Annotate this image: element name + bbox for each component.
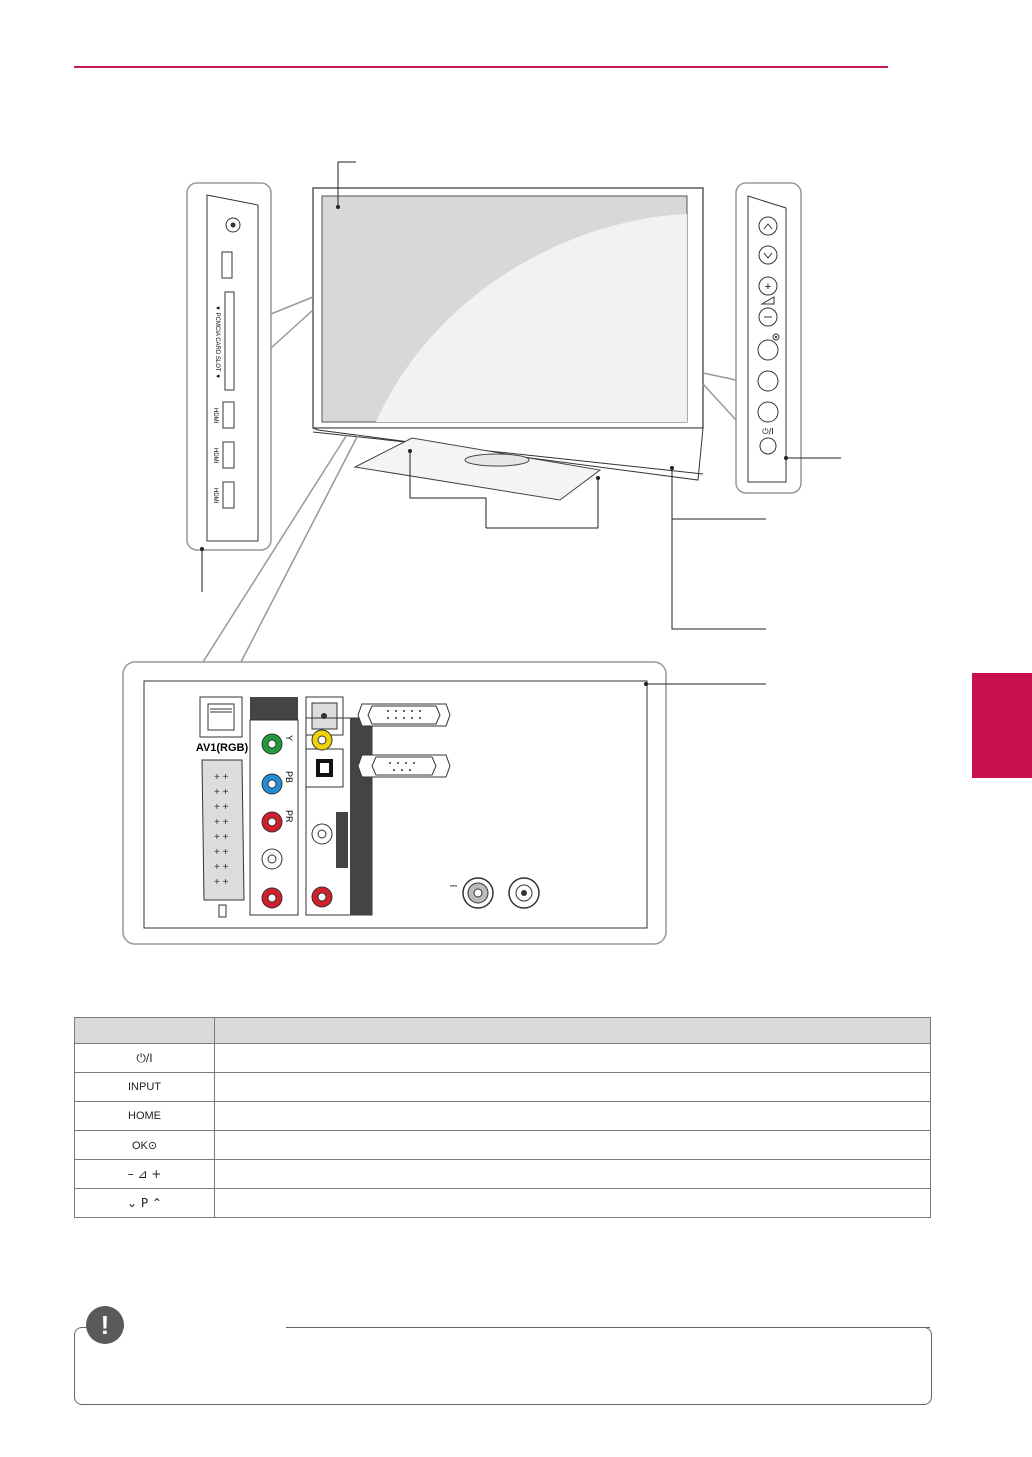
row-description	[214, 1159, 931, 1189]
rear-panel: AV1(RGB) + + + + + + + + + + + + + + + + Y P…	[122, 661, 766, 945]
component-label-y: Y	[284, 735, 294, 741]
row-description	[214, 1130, 931, 1160]
row-description	[214, 1101, 931, 1131]
table-row: ⏻/I	[74, 1043, 931, 1073]
row-description	[214, 1188, 931, 1218]
input-button-symbol: INPUT	[74, 1072, 215, 1102]
volume-icon	[760, 296, 775, 305]
note-box	[74, 1327, 932, 1405]
pcmcia-slot-label: ▼ PCMCIA CARD SLOT ▼	[214, 305, 220, 379]
side-panel-left: ▼ PCMCIA CARD SLOT ▼ HDMI HDMI HDMI	[186, 182, 314, 592]
table-row: OK⊙	[74, 1130, 931, 1160]
component-label-pr: PR	[284, 810, 294, 823]
table-header-description	[214, 1017, 931, 1044]
svg-text:+ +: + +	[214, 832, 229, 843]
note-icon: !	[86, 1306, 124, 1344]
svg-text:+ +: + +	[214, 817, 229, 828]
scart-pins: + + + + + + + + + + + + + + + +	[214, 772, 229, 888]
note-rule	[286, 1327, 930, 1328]
svg-text:+ +: + +	[214, 862, 229, 873]
channel-down-icon	[758, 245, 778, 265]
volume-up-icon	[758, 276, 778, 296]
table-row: INPUT	[74, 1072, 931, 1102]
channel-button-symbol: ⌄ P ⌃	[74, 1188, 215, 1218]
note-title-gap	[124, 1322, 286, 1332]
ok-button-symbol: OK⊙	[74, 1130, 215, 1160]
tv-front	[312, 161, 766, 630]
svg-text:+: +	[765, 281, 771, 293]
button-table: ⏻/I INPUT HOME OK⊙ – ⊿ + ⌄ P ⌃	[74, 1017, 931, 1218]
table-row: ⌄ P ⌃	[74, 1188, 931, 1218]
av1-label: AV1(RGB)	[196, 742, 249, 754]
power-label: ⏻/I	[762, 427, 773, 436]
power-button-symbol: ⏻/I	[74, 1043, 215, 1073]
power-icon	[759, 437, 777, 455]
table-row: – ⊿ +	[74, 1159, 931, 1189]
table-header-symbol	[74, 1017, 215, 1044]
row-description	[214, 1043, 931, 1073]
channel-up-icon	[758, 216, 778, 236]
svg-text:+ +: + +	[214, 772, 229, 783]
component-label-pb: PB	[284, 771, 294, 783]
header-rule	[74, 66, 888, 68]
side-panel-right: + ⏻/I	[702, 182, 841, 494]
svg-text:+ +: + +	[214, 877, 229, 888]
volume-button-symbol: – ⊿ +	[74, 1159, 215, 1189]
section-tab	[972, 673, 1032, 778]
svg-text:+ +: + +	[214, 787, 229, 798]
svg-text:+ +: + +	[214, 847, 229, 858]
hdmi-label-1: HDMI	[212, 408, 218, 424]
hdmi-label-3: HDMI	[212, 488, 218, 504]
hdmi-label-2: HDMI	[212, 448, 218, 464]
dc-symbol: ⎓	[450, 882, 457, 892]
row-description	[214, 1072, 931, 1102]
table-row: HOME	[74, 1101, 931, 1131]
note-text	[75, 1328, 931, 1368]
tv-diagram: ▼ PCMCIA CARD SLOT ▼ HDMI HDMI HDMI + ⏻/…	[122, 161, 841, 945]
home-button-symbol: HOME	[74, 1101, 215, 1131]
svg-text:+ +: + +	[214, 802, 229, 813]
